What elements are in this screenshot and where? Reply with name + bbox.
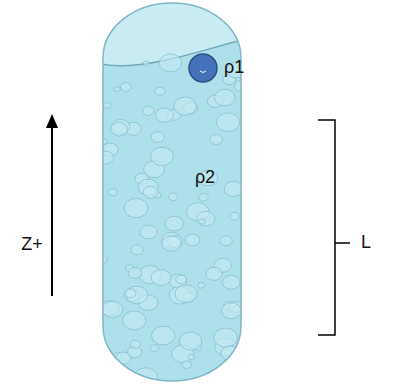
bubble: [188, 355, 194, 360]
bubble: [210, 134, 223, 144]
bubble: [176, 275, 187, 284]
bubble: [150, 345, 158, 352]
bubble: [206, 267, 222, 280]
bubble: [155, 87, 165, 95]
bubble: [214, 89, 235, 106]
bubble: [165, 216, 183, 231]
bubble: [128, 268, 142, 279]
circle-outline: [188, 53, 218, 83]
bubble: [199, 193, 209, 201]
bubble: [120, 83, 131, 92]
bubble: [221, 346, 239, 361]
bubble: [130, 340, 140, 348]
bubble: [168, 193, 177, 201]
bubble: [216, 113, 239, 132]
bubble: [220, 236, 232, 246]
bubble: [185, 234, 200, 246]
bubble: [221, 303, 241, 319]
bubble: [114, 87, 120, 92]
bubble: [197, 211, 215, 226]
capsule-outline: [102, 2, 242, 382]
bubble: [103, 301, 123, 318]
bubble: [175, 285, 197, 303]
capsule-border: [103, 3, 241, 381]
bubble: [140, 225, 157, 239]
particle-mark: [200, 71, 206, 73]
bubble: [214, 328, 238, 347]
bubble: [103, 151, 114, 164]
bubble: [143, 186, 158, 198]
length-label: L: [361, 233, 371, 253]
bubble: [143, 106, 154, 115]
z-axis-arrow: [51, 126, 53, 296]
bubble: [103, 103, 110, 109]
axis-label: Z+: [21, 235, 43, 255]
liquid-fill: [103, 3, 241, 381]
symbol-label: ρ2: [195, 168, 215, 188]
bubble: [162, 236, 181, 251]
bubble: [125, 289, 136, 298]
arrow-head: [46, 114, 58, 128]
symbol-label: ρ1: [224, 58, 244, 78]
length-bracket: [318, 120, 350, 335]
bubble: [131, 245, 143, 255]
bubble: [222, 275, 240, 289]
bubble: [151, 132, 164, 143]
bubble: [103, 352, 108, 361]
bubble: [174, 97, 197, 115]
bubble: [109, 189, 118, 196]
bubble: [108, 377, 118, 381]
bubble: [122, 311, 146, 330]
bubble: [156, 108, 174, 122]
bubble: [151, 270, 171, 286]
bubble: [179, 332, 202, 350]
bubble: [151, 147, 174, 165]
bubble: [143, 61, 149, 66]
bubble: [111, 123, 128, 136]
bubble: [230, 213, 239, 220]
particle-circle: ρ1: [188, 53, 218, 83]
bubble: [198, 283, 205, 289]
particle-fill: [189, 54, 217, 82]
bubble: [234, 81, 241, 92]
bubble: [199, 219, 206, 224]
bubble: [224, 181, 241, 196]
bubble: [159, 54, 181, 72]
bubble: [116, 352, 131, 364]
bubble: [124, 198, 148, 217]
liquid-capsule: ρ2 ρ1: [102, 2, 242, 382]
bubble: [182, 361, 191, 369]
bubble: [151, 326, 174, 345]
